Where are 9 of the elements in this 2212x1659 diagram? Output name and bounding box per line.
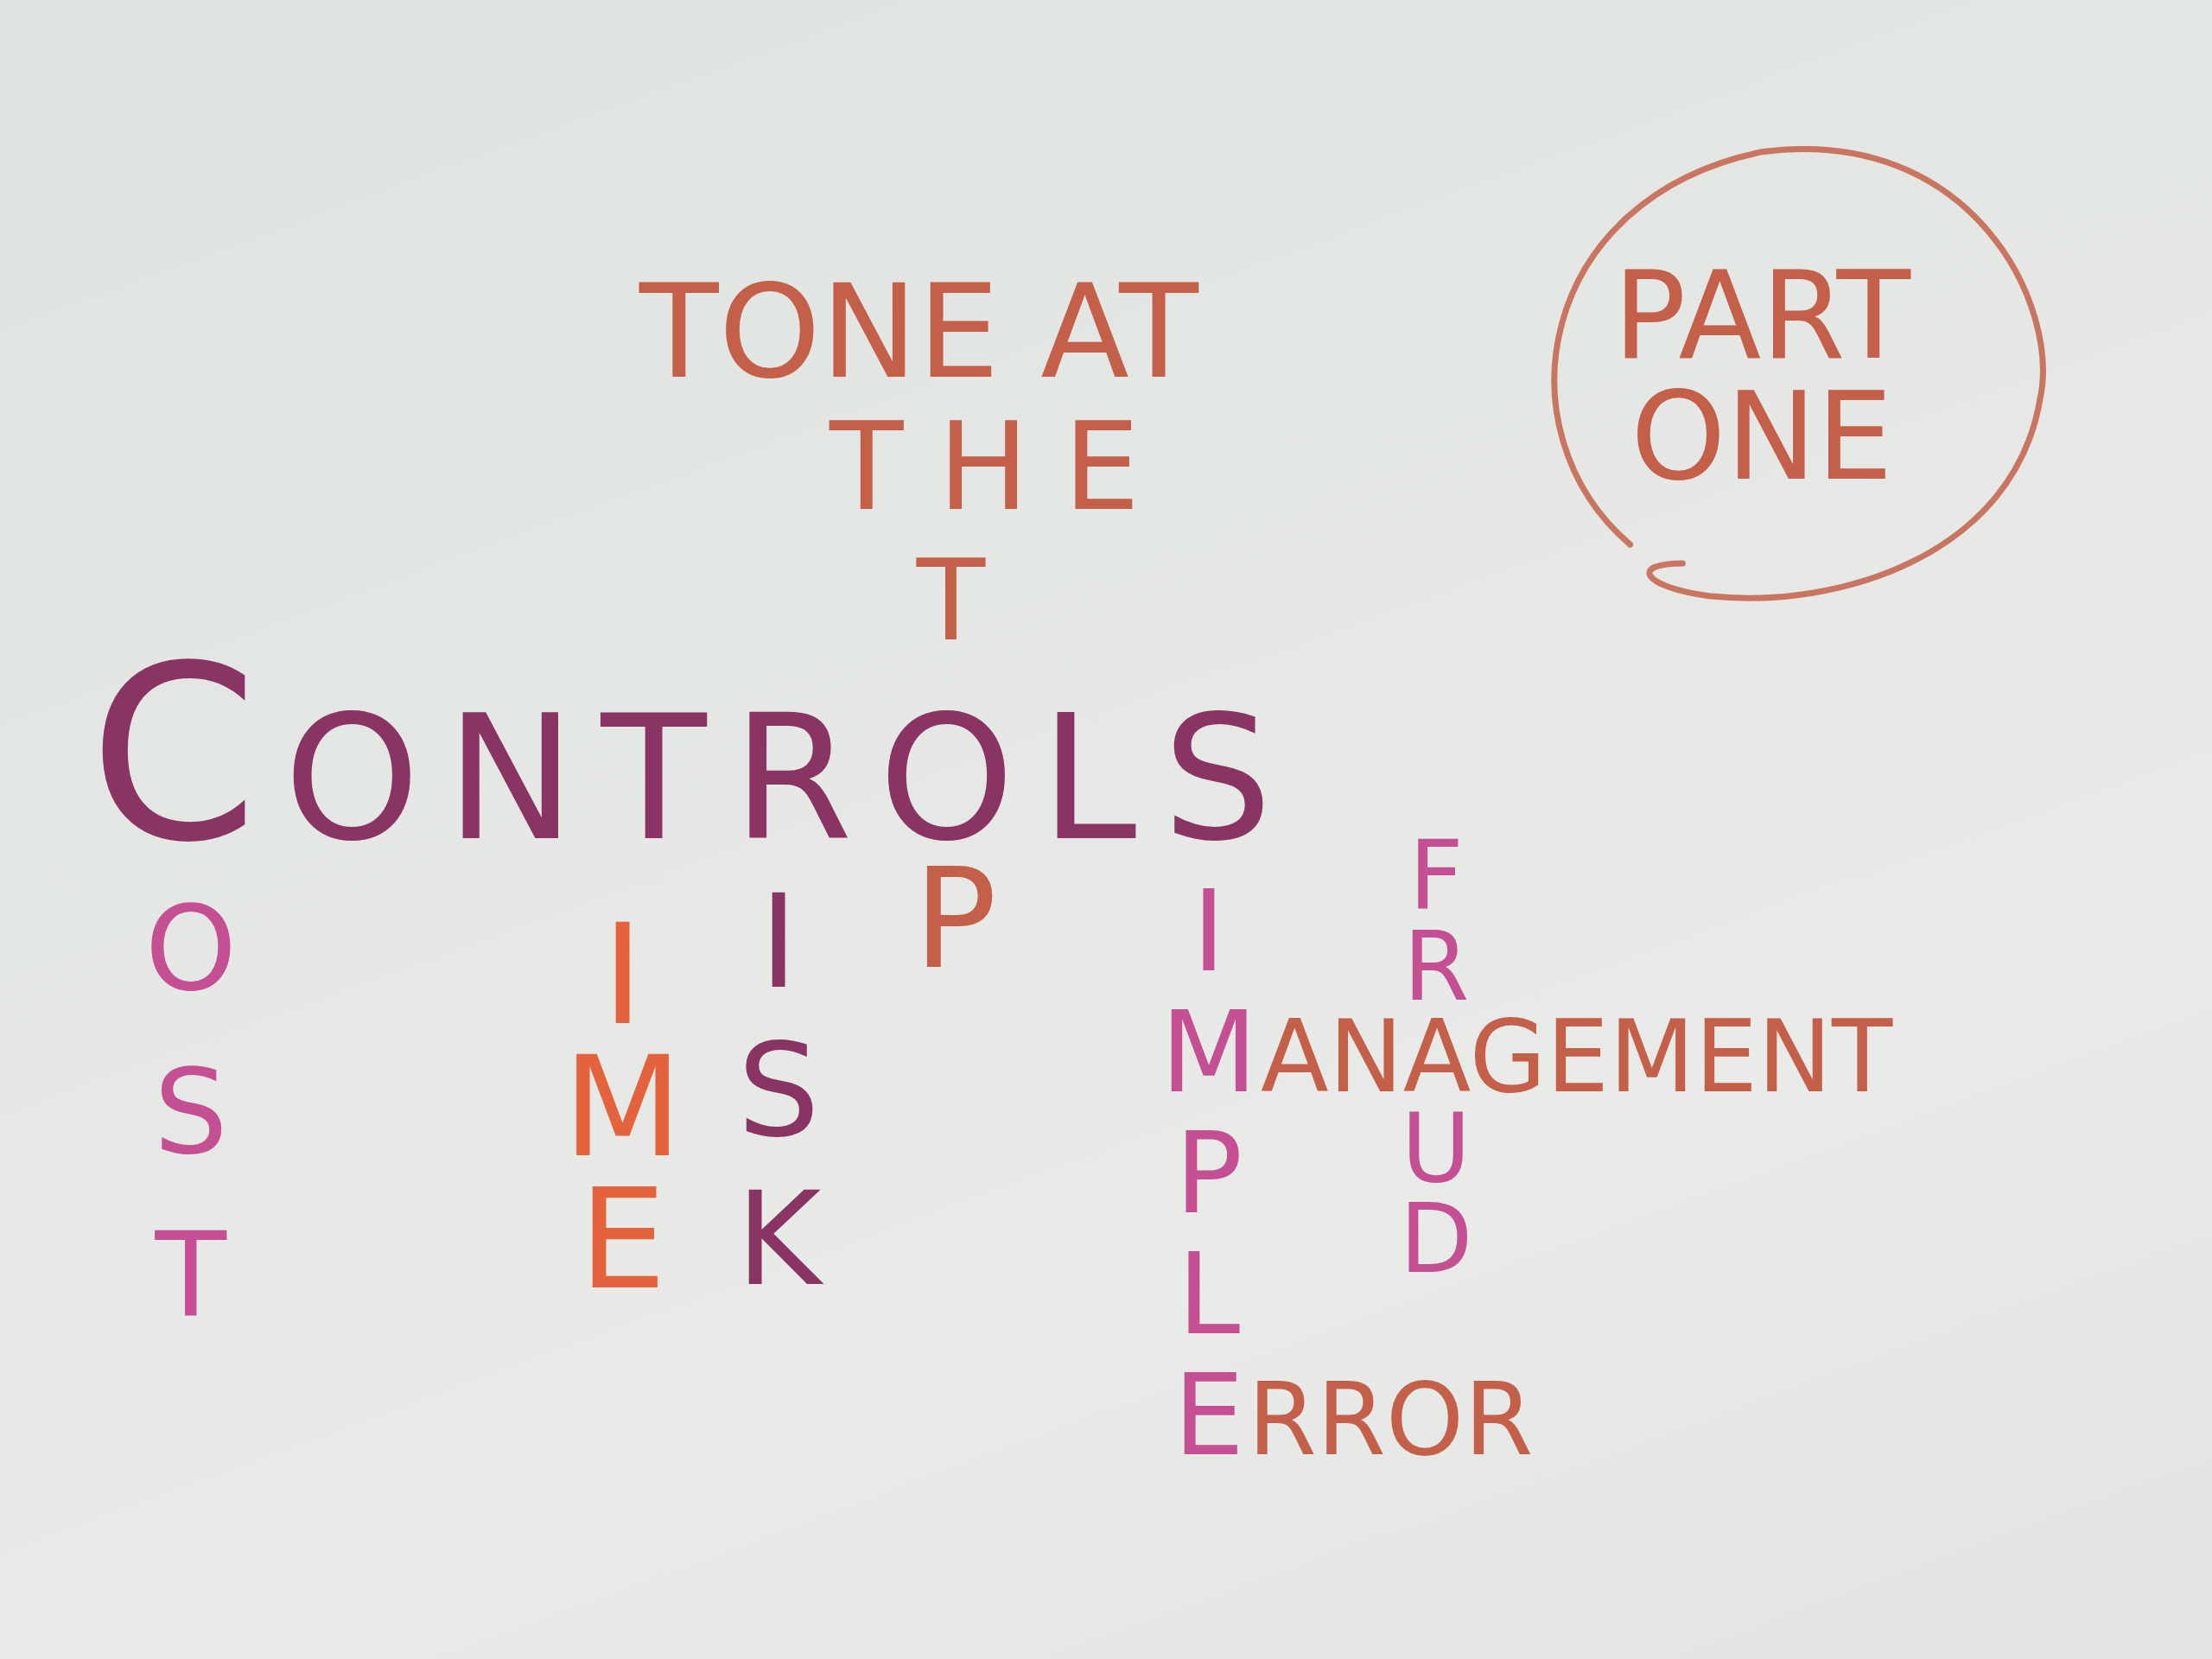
handwritten-heading: PART ONE [1613, 255, 1910, 498]
vertical-letters: ISK [736, 868, 822, 1313]
handwritten-letter: T [916, 557, 986, 644]
vertical-letters: IME [563, 909, 683, 1306]
handwritten-word: THE [830, 407, 1175, 528]
handwritten-word: CONTROLS [89, 645, 1299, 863]
handwritten-letter: P [913, 868, 997, 971]
handwritten-word: TONE AT [639, 267, 1198, 397]
vertical-letters: OST [144, 880, 237, 1345]
